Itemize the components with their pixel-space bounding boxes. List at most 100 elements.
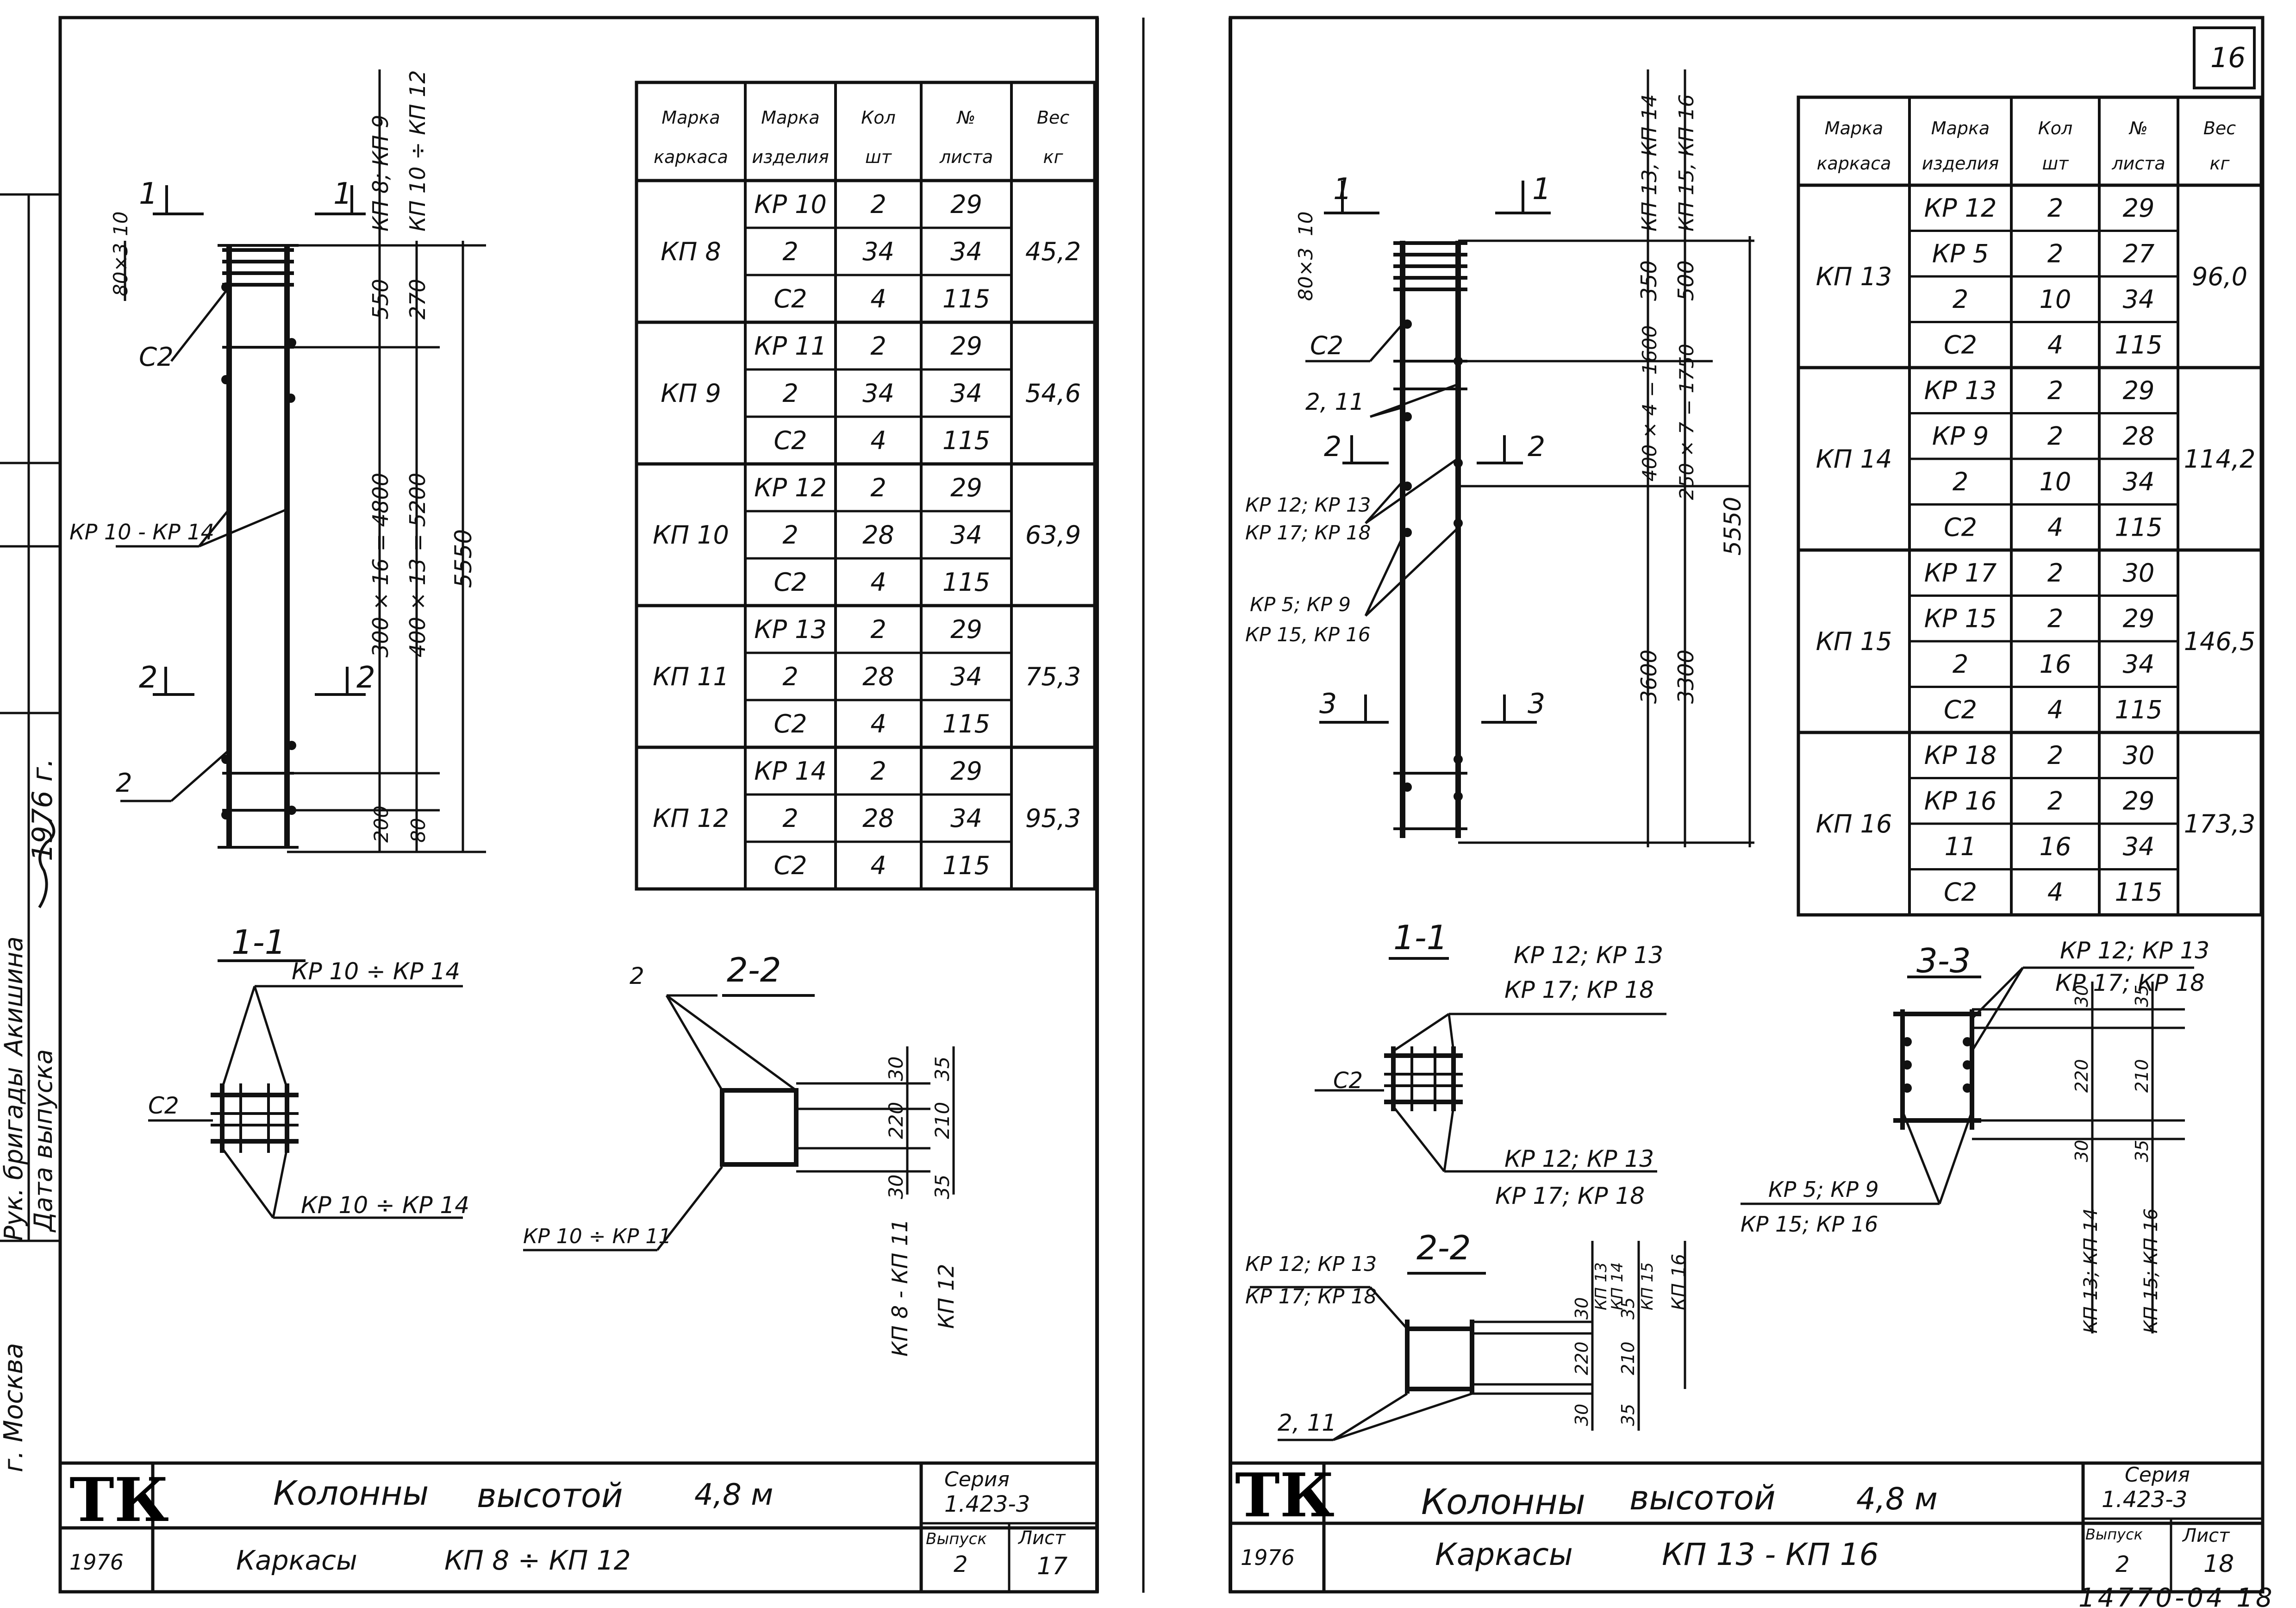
r-22-d30b: 30 <box>1572 1404 1592 1426</box>
left-series-label: Серия <box>944 1468 1010 1491</box>
dim-30b: 30 <box>885 1175 907 1199</box>
table-cell: 2 <box>870 615 886 644</box>
table-header: шт <box>865 147 892 167</box>
right-sheet-label: Лист <box>2182 1525 2230 1546</box>
right-year: 1976 <box>1241 1545 1295 1570</box>
kp12-label: КП 12 <box>934 1264 959 1329</box>
right-title-1: Колонны <box>1421 1481 1585 1522</box>
left-title-height: 4,8 м <box>694 1478 773 1512</box>
r-label-kr15-16: КР 15, КР 16 <box>1245 623 1371 646</box>
r-22-d35b: 35 <box>1618 1404 1638 1426</box>
table-cell: 27 <box>2123 239 2155 269</box>
right-title-range: КП 13 - КП 16 <box>1662 1537 1879 1572</box>
table-cell: 4 <box>870 284 886 313</box>
r-22-kp13: КП 13 <box>1592 1262 1610 1310</box>
table-header: № <box>956 107 976 128</box>
r-dim-400x4: 400 × 4 = 1600 <box>1638 325 1661 482</box>
sec-2-2-kr: КР 10 ÷ КР 11 <box>523 1225 671 1248</box>
table-frame-mark: КП 9 <box>661 379 721 408</box>
table-cell: 34 <box>2123 650 2155 679</box>
right-table: МаркакаркасаМаркаизделияКолшт№листаВескг… <box>1797 95 2263 917</box>
table-cell: 115 <box>2115 695 2162 725</box>
side-stamp: 1976 г. Рук. бригады Акишина Дата выпуск… <box>0 193 60 1472</box>
table-cell: 2 <box>2047 741 2063 770</box>
r-sec-3-3-title: 3-3 <box>1916 941 1971 980</box>
table-cell: С2 <box>774 284 807 313</box>
table-cell: 29 <box>2123 376 2155 405</box>
table-cell: 2 <box>870 332 886 361</box>
table-cell: 29 <box>2123 604 2155 633</box>
table-cell: КР 17 <box>1924 558 1997 588</box>
label-two-a: 2 <box>139 661 158 695</box>
r-label-c2: С2 <box>1310 331 1343 360</box>
r-sec-2-2-b: КР 17; КР 18 <box>1245 1285 1377 1308</box>
right-logo: ТК <box>1235 1460 1335 1531</box>
table-cell: 2 <box>870 757 886 786</box>
r-sec-1-1-d: КР 17; КР 18 <box>1495 1183 1645 1209</box>
table-cell: 4 <box>870 568 886 597</box>
table-cell: 30 <box>2123 741 2155 770</box>
table-cell: 29 <box>950 332 982 361</box>
table-cell: 10 <box>2040 285 2071 314</box>
table-cell: С2 <box>1944 331 1977 360</box>
table-cell: 2 <box>2047 787 2063 816</box>
dim-300x16: 300 × 16 = 4800 <box>368 473 393 657</box>
table-cell: 34 <box>2123 832 2155 861</box>
table-cell: 29 <box>950 473 982 502</box>
dim-80x3: 80×3 <box>109 243 132 296</box>
table-cell: 34 <box>950 520 982 550</box>
table-cell: 115 <box>942 568 990 597</box>
r-22-d30a: 30 <box>1572 1297 1592 1320</box>
table-header: листа <box>939 147 993 167</box>
label-c2: С2 <box>139 342 174 372</box>
table-cell: 115 <box>2115 513 2162 542</box>
r-33-d35a: 35 <box>2132 985 2152 1007</box>
table-weight: 45,2 <box>1025 237 1081 266</box>
table-cell: 34 <box>862 379 894 408</box>
table-cell: 4 <box>2047 513 2063 542</box>
r-sec-2-2-title: 2-2 <box>1416 1228 1471 1267</box>
table-cell: 115 <box>942 851 990 880</box>
r-label-kr12-13: КР 12; КР 13 <box>1245 494 1371 516</box>
corner-box <box>2193 26 2256 89</box>
table-frame-mark: КП 14 <box>1816 444 1892 474</box>
dim-80: 80 <box>407 818 430 843</box>
table-weight: 173,3 <box>2184 809 2256 838</box>
dim-400x13: 400 × 13 = 5200 <box>405 473 430 657</box>
label-two-bottom: 2 <box>116 768 132 798</box>
dim-35a: 35 <box>931 1057 954 1081</box>
r-sec-3-3-d: КР 15; КР 16 <box>1741 1212 1878 1237</box>
table-cell: 28 <box>862 520 894 550</box>
table-weight: 114,2 <box>2184 444 2256 474</box>
right-section-1-1 <box>1315 957 1666 1173</box>
r-label-one-b: 1 <box>1532 172 1551 206</box>
table-cell: 115 <box>942 426 990 455</box>
label-one-a: 1 <box>139 177 158 211</box>
table-header: кг <box>1043 147 1064 167</box>
r-label-two-a: 2 <box>1324 431 1341 463</box>
table-cell: 34 <box>2123 285 2155 314</box>
table-header: шт <box>2042 153 2070 174</box>
sec-1-1-kr-a: КР 10 ÷ КР 14 <box>292 958 460 985</box>
table-header: кг <box>2210 153 2230 174</box>
table-cell: 2 <box>2047 194 2063 223</box>
table-cell: КР 11 <box>754 332 827 361</box>
left-sheet-label: Лист <box>1017 1527 1066 1549</box>
table-cell: 115 <box>942 284 990 313</box>
left-sheet-value: 17 <box>1037 1552 1067 1580</box>
r-dim-10: 10 <box>1294 212 1317 236</box>
table-cell: 2 <box>870 190 886 219</box>
table-weight: 63,9 <box>1025 520 1081 550</box>
table-cell: 4 <box>2047 878 2063 907</box>
sec-2-2-title: 2-2 <box>727 951 781 989</box>
r-dim-350: 350 <box>1636 260 1661 301</box>
table-weight: 96,0 <box>2192 262 2247 291</box>
right-issue-label: Выпуск <box>2085 1526 2143 1543</box>
r-22-kp14: КП 14 <box>1608 1262 1627 1310</box>
r-label-one-a: 1 <box>1333 172 1352 206</box>
left-title-1b: высотой <box>477 1476 623 1515</box>
left-issue-value: 2 <box>954 1552 968 1577</box>
right-sheet: 16 <box>1230 26 2272 1608</box>
table-frame-mark: КП 15 <box>1816 627 1892 656</box>
